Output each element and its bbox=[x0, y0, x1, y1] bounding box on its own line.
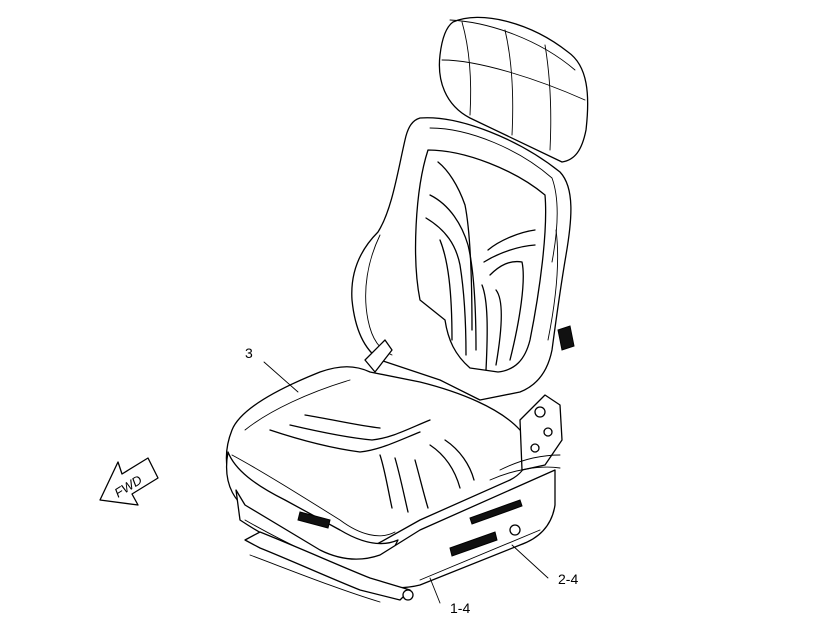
callout-1-4: 1-4 bbox=[450, 600, 470, 616]
backrest bbox=[351, 117, 575, 401]
headrest bbox=[438, 16, 589, 163]
callout-2-4: 2-4 bbox=[558, 571, 578, 587]
leader-line-1-4 bbox=[429, 577, 441, 604]
leader-line-3 bbox=[263, 361, 299, 393]
recline-mechanism bbox=[364, 339, 563, 481]
seat-base bbox=[235, 469, 556, 603]
seat-cushion bbox=[225, 366, 530, 570]
leader-line-2-4 bbox=[511, 544, 549, 579]
fwd-arrow: FWD bbox=[99, 457, 159, 506]
callout-3: 3 bbox=[245, 345, 253, 361]
